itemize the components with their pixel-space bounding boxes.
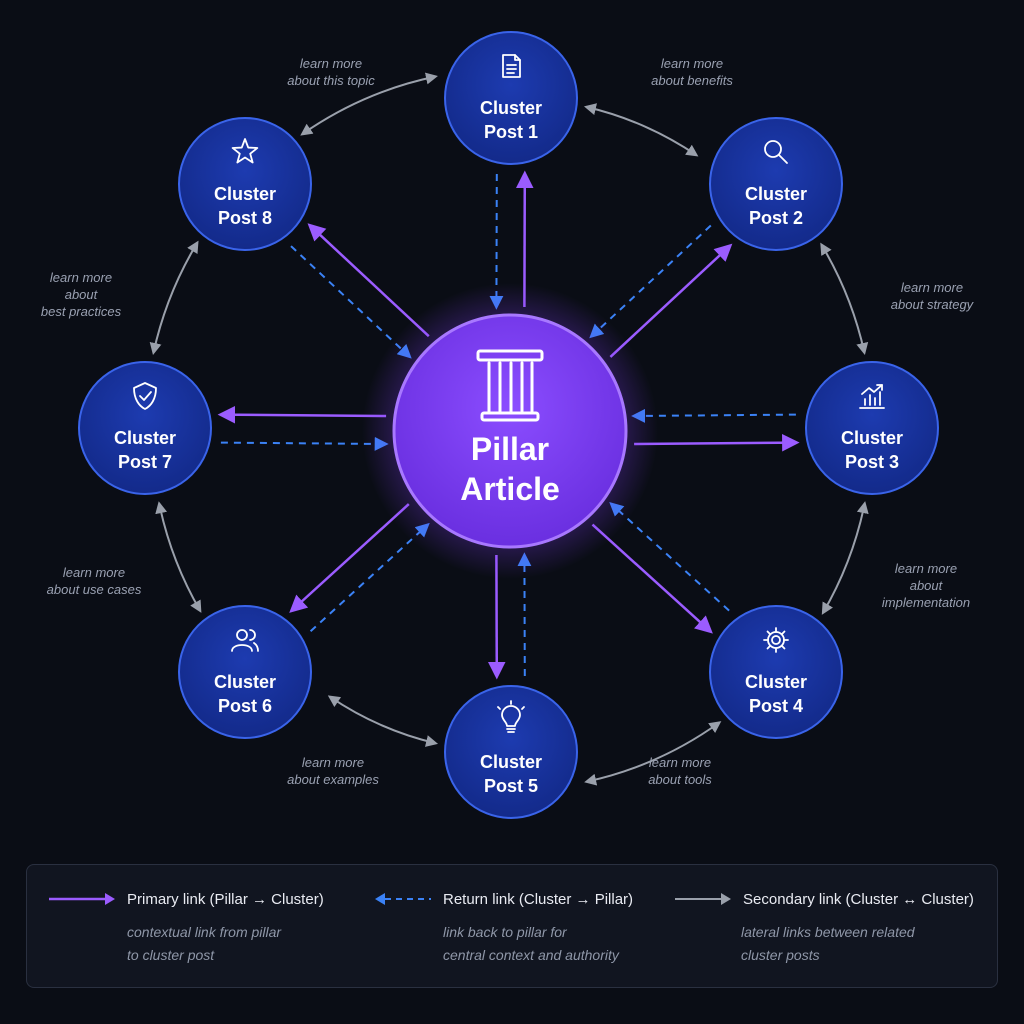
primary-link-arrow bbox=[217, 405, 387, 424]
legend-primary-desc-line: to cluster post bbox=[127, 947, 215, 963]
primary-link-arrow bbox=[289, 503, 410, 613]
return-link-arrow-icon bbox=[375, 893, 431, 905]
legend-return-desc-line: link back to pillar for bbox=[443, 924, 567, 940]
primary-link-arrow bbox=[609, 243, 733, 358]
legend-return: Return link (Cluster → Pillar) link back… bbox=[373, 887, 633, 967]
cluster-title-line2: Post 6 bbox=[218, 696, 272, 716]
star-icon bbox=[231, 138, 259, 164]
legend-return-title: Return link (Cluster → Pillar) bbox=[443, 890, 634, 908]
secondary-link-arrow bbox=[821, 501, 869, 615]
secondary-link-arrow bbox=[155, 501, 202, 613]
document-icon bbox=[502, 54, 521, 78]
legend-panel: Primary link (Pillar → Cluster) contextu… bbox=[26, 864, 998, 988]
return-link-arrow bbox=[631, 408, 796, 423]
secondary-link-arrow bbox=[149, 240, 199, 355]
cluster-title-line1: Cluster bbox=[214, 672, 276, 692]
secondary-link-arrow-icon bbox=[675, 893, 731, 905]
legend-secondary-title: Secondary link (Cluster ↔ Cluster) bbox=[743, 890, 974, 908]
primary-link-arrow bbox=[634, 433, 800, 452]
lightbulb-icon bbox=[497, 700, 525, 733]
legend-primary-desc: contextual link from pillar to cluster p… bbox=[127, 921, 324, 967]
pillar-title-line2: Article bbox=[460, 471, 560, 507]
cluster-title-line1: Cluster bbox=[480, 98, 542, 118]
cluster-title-line2: Post 1 bbox=[484, 122, 538, 142]
cluster-title-line2: Post 2 bbox=[749, 208, 803, 228]
bar-chart-icon bbox=[859, 384, 885, 409]
primary-link-arrow bbox=[591, 523, 713, 634]
return-link-arrow bbox=[309, 522, 430, 632]
legend-primary: Primary link (Pillar → Cluster) contextu… bbox=[47, 887, 324, 967]
legend-secondary-desc: lateral links between related cluster po… bbox=[741, 921, 974, 967]
users-icon bbox=[231, 629, 259, 652]
cluster-title-line1: Cluster bbox=[745, 184, 807, 204]
shield-check-icon bbox=[133, 382, 157, 410]
cluster-title-line1: Cluster bbox=[480, 752, 542, 772]
legend-secondary: Secondary link (Cluster ↔ Cluster) later… bbox=[673, 887, 974, 967]
pillar-article-node[interactable]: Pillar Article bbox=[362, 283, 658, 579]
legend-return-desc-line: central context and authority bbox=[443, 947, 619, 963]
cluster-title-line2: Post 3 bbox=[845, 452, 899, 472]
secondary-link-arrow bbox=[327, 695, 439, 747]
secondary-link-arrow bbox=[584, 721, 722, 786]
cluster-title-line1: Cluster bbox=[114, 428, 176, 448]
primary-link-arrow bbox=[307, 223, 430, 338]
legend-secondary-desc-line: lateral links between related bbox=[741, 924, 915, 940]
legend-primary-desc-line: contextual link from pillar bbox=[127, 924, 282, 940]
secondary-link-arrow bbox=[583, 103, 699, 157]
cluster-title-line2: Post 4 bbox=[749, 696, 803, 716]
cluster-title-line1: Cluster bbox=[745, 672, 807, 692]
cluster-title-line2: Post 5 bbox=[484, 776, 538, 796]
pillar-column-icon bbox=[476, 349, 544, 422]
return-link-arrow bbox=[220, 436, 389, 451]
search-icon bbox=[764, 140, 788, 164]
cluster-title-line2: Post 7 bbox=[118, 452, 172, 472]
legend-return-desc: link back to pillar for central context … bbox=[443, 921, 633, 967]
cluster-title-line2: Post 8 bbox=[218, 208, 272, 228]
gear-icon bbox=[763, 627, 789, 653]
return-link-arrow bbox=[589, 224, 712, 339]
secondary-link-arrow bbox=[300, 72, 438, 136]
return-link-arrow bbox=[609, 502, 730, 612]
legend-secondary-desc-line: cluster posts bbox=[741, 947, 820, 963]
primary-link-arrow-icon bbox=[49, 893, 115, 905]
return-link-arrow bbox=[290, 245, 412, 359]
cluster-title-line1: Cluster bbox=[214, 184, 276, 204]
secondary-link-arrow bbox=[820, 242, 869, 355]
pillar-title-line1: Pillar bbox=[471, 431, 549, 467]
legend-primary-title: Primary link (Pillar → Cluster) bbox=[127, 890, 324, 908]
cluster-title-line1: Cluster bbox=[841, 428, 903, 448]
